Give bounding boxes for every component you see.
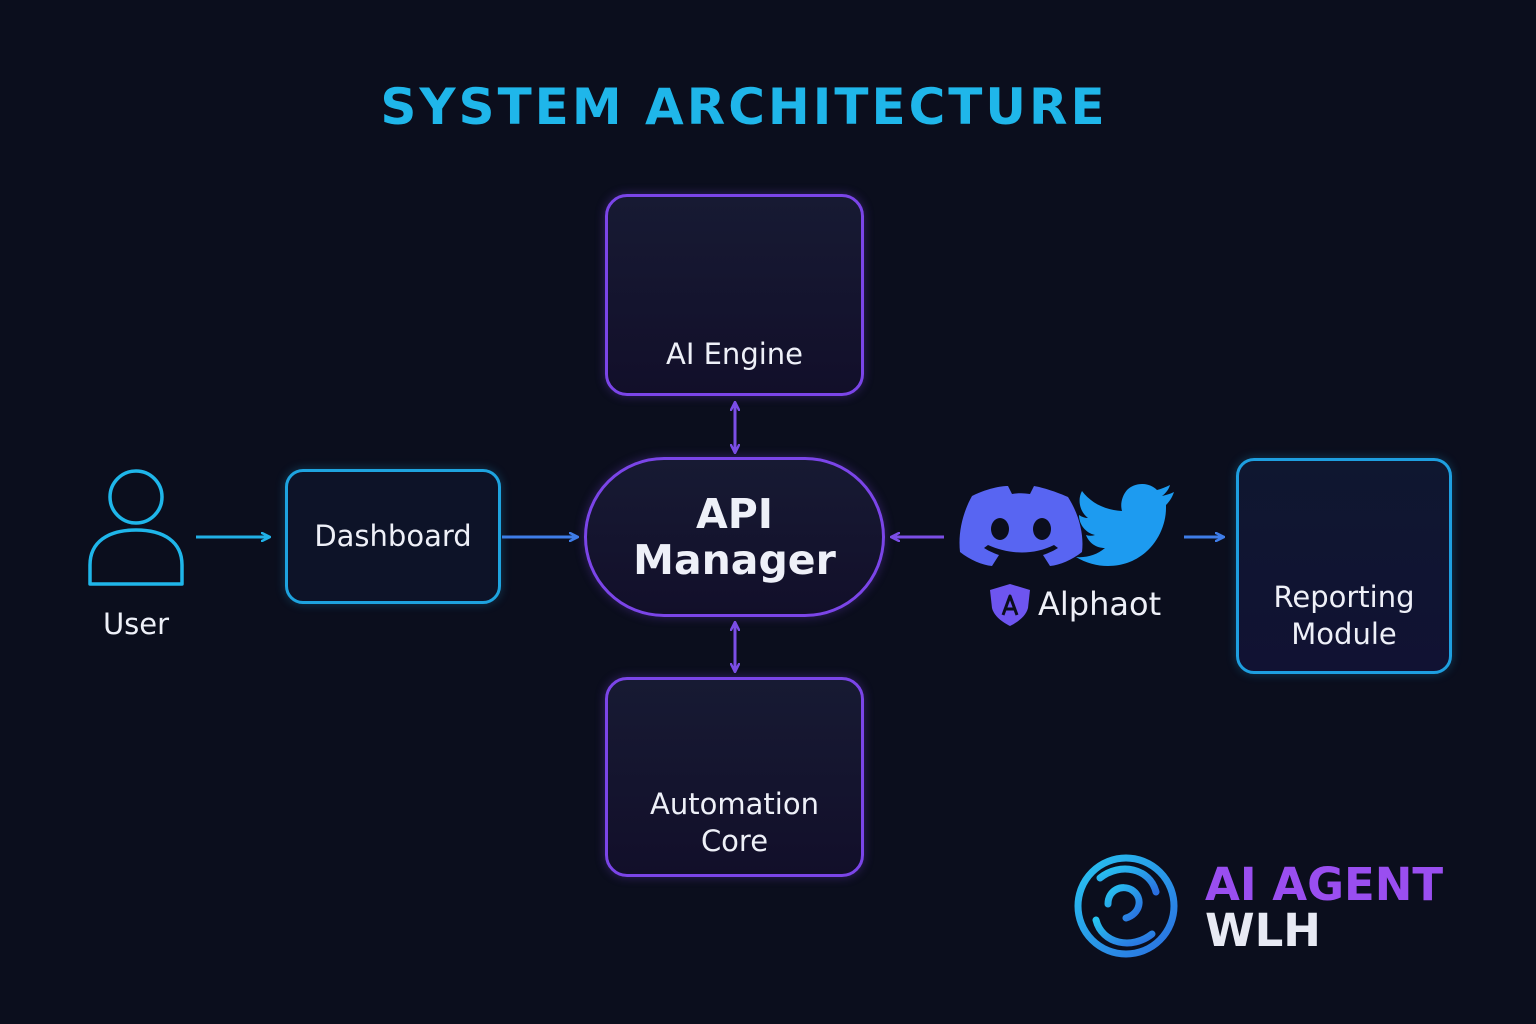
- reporting-label-line2: Module: [1291, 617, 1397, 651]
- brand-line1: AI AGENT: [1205, 858, 1444, 911]
- swirl-logo-icon: [1074, 854, 1178, 958]
- dashboard-label: Dashboard: [314, 519, 472, 553]
- page-title: SYSTEM ARCHITECTURE: [380, 78, 1108, 136]
- automation-core-label-line1: Automation: [650, 787, 819, 821]
- alphaot-shield-icon: [990, 584, 1030, 626]
- ai-engine-label: AI Engine: [666, 337, 803, 371]
- automation-core-label-line2: Core: [700, 824, 769, 858]
- reporting-label-line1: Reporting: [1273, 580, 1415, 614]
- api-manager-label-line2: Manager: [633, 536, 836, 584]
- brand-wordmark: AI AGENT WLH: [1205, 862, 1443, 954]
- user-icon: [88, 469, 184, 586]
- automation-core-node: Automation Core: [605, 677, 864, 877]
- brand-line2: WLH: [1205, 904, 1321, 957]
- user-label: User: [102, 607, 170, 641]
- dashboard-node: Dashboard: [285, 469, 501, 604]
- api-manager-label-line1: API: [695, 490, 774, 538]
- discord-icon: [959, 486, 1083, 566]
- twitter-bird-icon: [1076, 484, 1174, 566]
- api-manager-node: API Manager: [584, 457, 885, 617]
- ai-engine-node: AI Engine: [605, 194, 864, 396]
- reporting-module-node: Reporting Module: [1236, 458, 1452, 674]
- alphaot-label: Alphaot: [1038, 585, 1162, 623]
